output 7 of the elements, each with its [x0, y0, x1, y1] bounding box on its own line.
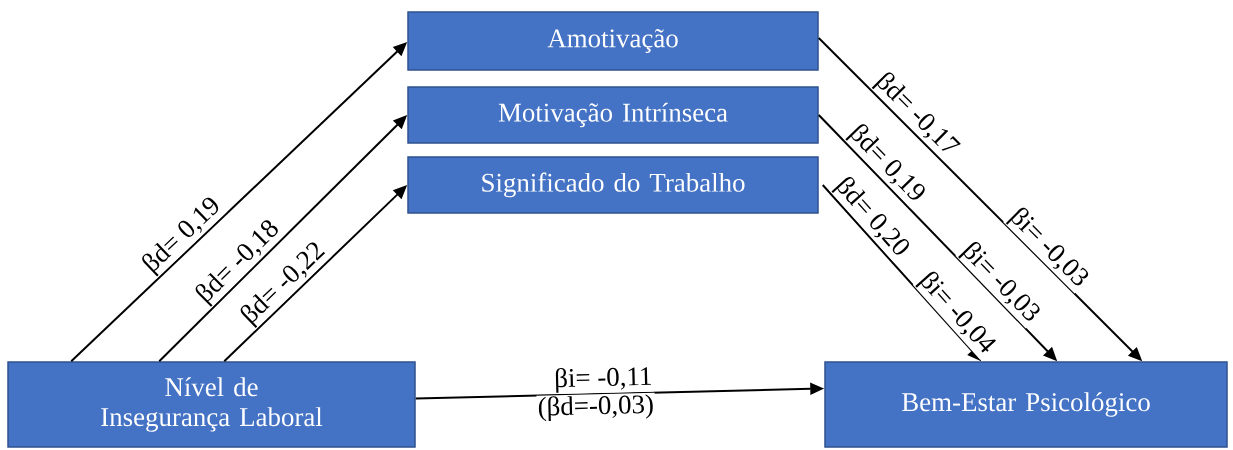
box: Motivação Intrínseca — [407, 86, 819, 144]
edge-label: βi= -0,11 — [552, 364, 654, 394]
box: Significado do Trabalho — [407, 156, 819, 214]
box: Nível de Insegurança Laboral — [7, 361, 416, 448]
coefficient-label: (βd=-0,03) — [536, 392, 656, 423]
box: Bem-Estar Psicológico — [824, 361, 1228, 448]
box: Amotivação — [407, 11, 819, 71]
